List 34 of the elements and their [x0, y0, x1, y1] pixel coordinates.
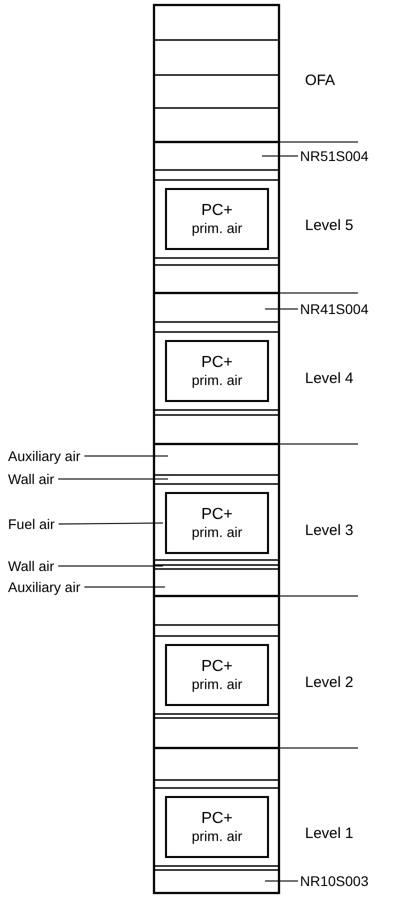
burner-box: [165, 644, 269, 706]
fuel-label: PC+: [201, 354, 233, 372]
level-label: Level 5: [305, 217, 354, 234]
fuel-label: PC+: [201, 658, 233, 676]
burner-box: [165, 796, 269, 858]
fuel-label: PC+: [201, 506, 233, 524]
burner-box: [165, 340, 269, 402]
fuel-label: PC+: [201, 202, 233, 220]
air-inlet-label: Wall air: [8, 558, 54, 574]
air-label: prim. air: [192, 524, 242, 540]
sensor-label: NR51S004: [300, 148, 368, 164]
fuel-label: PC+: [201, 810, 233, 828]
air-inlet-label: Wall air: [8, 471, 54, 487]
air-inlet-label: Auxiliary air: [8, 579, 80, 595]
air-label: prim. air: [192, 828, 242, 844]
burner-box: [165, 492, 269, 554]
leader-line: [264, 880, 298, 882]
air-inlet-label: Fuel air: [8, 516, 55, 532]
zone-label: OFA: [305, 72, 336, 89]
sensor-label: NR10S003: [300, 873, 368, 889]
leader-line: [58, 522, 164, 524]
level-label: Level 1: [305, 825, 354, 842]
level-label: Level 2: [305, 674, 354, 691]
level-label: Level 4: [305, 370, 354, 387]
air-label: prim. air: [192, 372, 242, 388]
level-label: Level 3: [305, 522, 354, 539]
leader-line: [58, 478, 168, 480]
air-inlet-label: Auxiliary air: [8, 448, 80, 464]
sensor-label: NR41S004: [300, 301, 368, 317]
air-label: prim. air: [192, 676, 242, 692]
leader-line: [84, 586, 166, 588]
leader-line: [264, 308, 298, 310]
burner-box: [165, 188, 269, 250]
air-label: prim. air: [192, 220, 242, 236]
